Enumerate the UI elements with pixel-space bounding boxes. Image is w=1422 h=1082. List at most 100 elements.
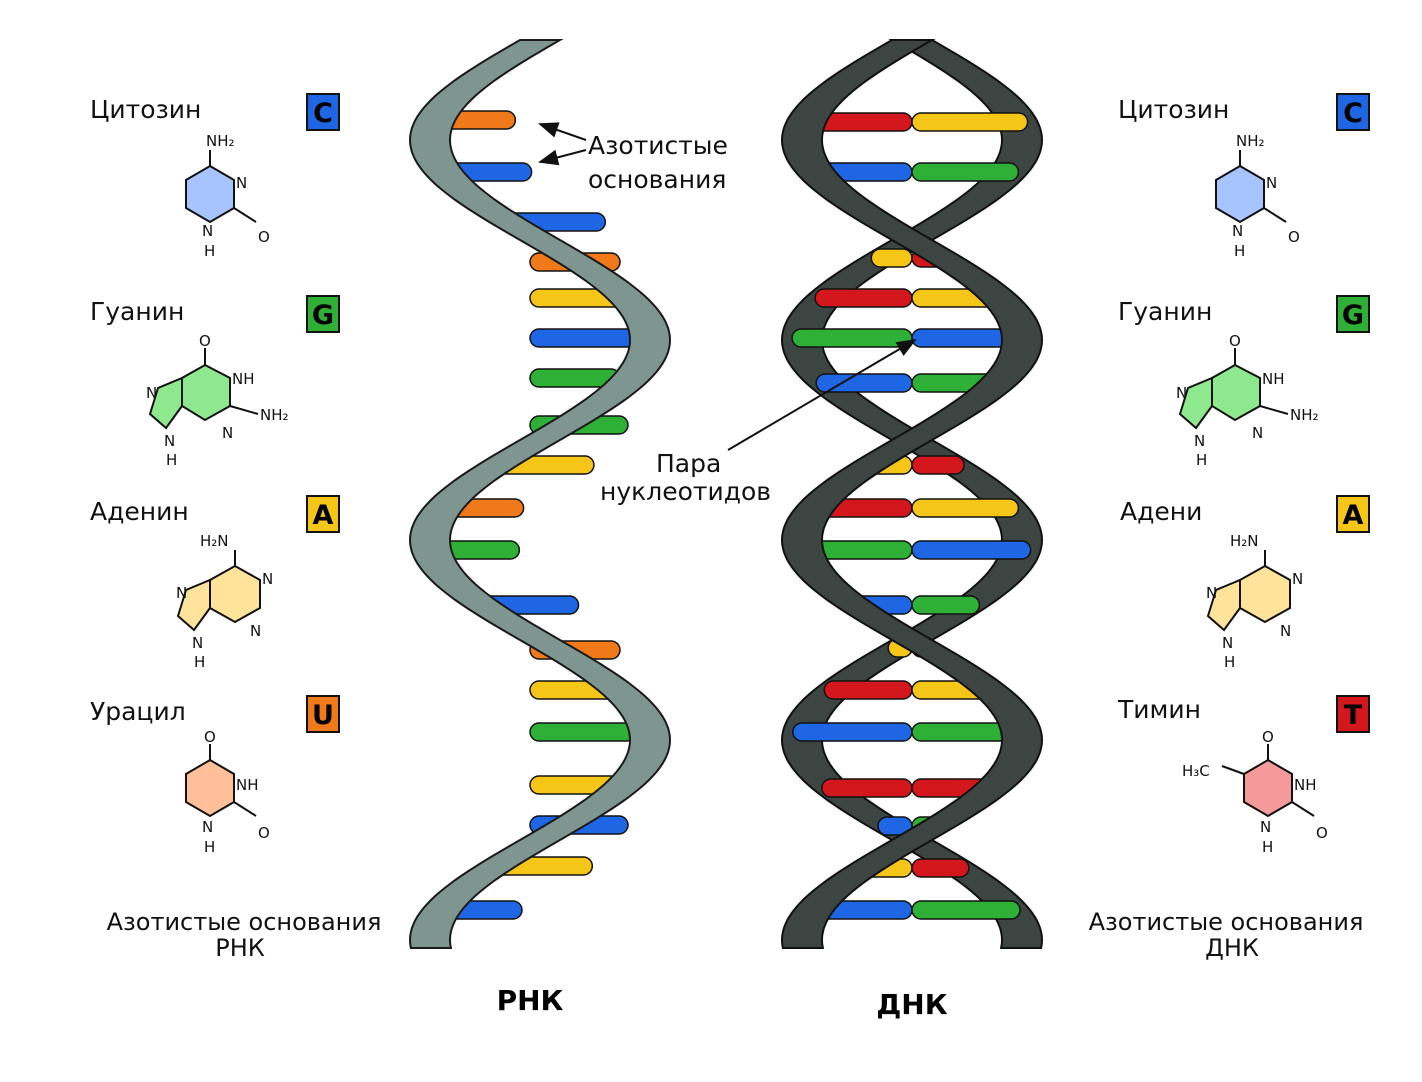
base-letter: A	[313, 500, 334, 531]
rna-backbone-strand	[408, 39, 672, 949]
rna-base-cytosine	[529, 328, 637, 348]
dna-base-thymine	[911, 858, 970, 878]
svg-text:O: O	[1316, 824, 1328, 842]
svg-text:N: N	[1222, 634, 1233, 652]
dna-base-thymine	[823, 680, 913, 700]
dna-base-thymine	[821, 778, 913, 798]
svg-text:N: N	[192, 634, 203, 652]
svg-text:NH: NH	[232, 370, 255, 388]
svg-text:N: N	[146, 384, 157, 402]
dna-base-adenine	[911, 498, 1020, 518]
cytosine-letter-box	[1336, 93, 1370, 131]
guanine-letter-box	[1336, 295, 1370, 333]
base-name: Гуанин	[1118, 297, 1212, 326]
adenine-letter-box	[306, 495, 340, 533]
dna-legend-guanine: Гуанин G O NH NH₂ N N N H	[1118, 295, 1370, 469]
rna-legend-caption-line1: Азотистые основания	[107, 908, 382, 936]
base-letter: C	[1343, 98, 1363, 129]
dna-title: ДНК	[876, 988, 947, 1021]
adenine-letter-box	[1336, 495, 1370, 533]
cytosine-letter-box	[306, 93, 340, 131]
svg-text:H: H	[1262, 838, 1273, 856]
base-letter: U	[312, 700, 334, 731]
svg-text:N: N	[1252, 424, 1263, 442]
guanine-molecule: O NH NH₂ N N N H	[1176, 332, 1319, 469]
guanine-molecule: O NH NH₂ N N N H	[146, 332, 289, 469]
svg-text:NH₂: NH₂	[206, 132, 235, 150]
pair-annotation-line1: Пара	[656, 449, 721, 478]
svg-text:N: N	[1206, 584, 1217, 602]
svg-text:N: N	[202, 818, 213, 836]
svg-text:NH₂: NH₂	[1236, 132, 1265, 150]
base-name: Тимин	[1117, 695, 1201, 724]
rna-helix	[408, 39, 672, 949]
dna-legend-caption-line1: Азотистые основания	[1089, 908, 1364, 936]
svg-text:N: N	[236, 174, 247, 192]
rna-bases-legend: Цитозин C NH₂ N O N H Гуанин G	[90, 93, 382, 962]
adenine-molecule: H₂N N N N N H	[176, 532, 273, 671]
svg-text:O: O	[258, 228, 270, 246]
cytosine-molecule: NH₂ N O N H	[185, 132, 270, 260]
rna-legend-adenine: Аденин A H₂N N N N N H	[90, 495, 340, 671]
dna-base-thymine	[814, 288, 913, 308]
rna-legend-guanine: Гуанин G O NH NH₂ N N N H	[90, 295, 340, 469]
dna-legend-adenine: Адени A H₂N N N N N H	[1120, 495, 1370, 671]
base-letter: C	[313, 98, 333, 129]
dna-base-adenine	[870, 248, 913, 268]
svg-text:H₃C: H₃C	[1182, 762, 1210, 780]
bases-annotation-line2: основания	[588, 165, 726, 194]
thymine-letter-box	[1336, 695, 1370, 733]
nitrogenous-bases-annotation: Азотистые основания	[538, 122, 728, 194]
guanine-letter-box	[306, 295, 340, 333]
pair-annotation-line2: нуклеотидов	[600, 477, 771, 506]
bases-annotation-line1: Азотистые	[588, 131, 728, 160]
svg-text:N: N	[1292, 570, 1303, 588]
dna-base-guanine	[911, 162, 1020, 182]
dna-bases-legend: Цитозин C NH₂ N O N H Гуанин G	[1089, 93, 1370, 962]
base-letter: G	[312, 300, 334, 331]
svg-text:O: O	[1262, 728, 1274, 746]
base-name: Гуанин	[90, 297, 184, 326]
adenine-molecule: H₂N N N N N H	[1206, 532, 1303, 671]
svg-text:N: N	[176, 584, 187, 602]
dna-base-guanine	[911, 595, 981, 615]
rna-legend-caption-line2: РНК	[215, 934, 265, 962]
uracil-letter-box	[306, 695, 340, 733]
svg-text:O: O	[199, 332, 211, 350]
thymine-molecule: O H₃C NH O N H	[1182, 728, 1328, 856]
svg-text:N: N	[164, 432, 175, 450]
svg-text:O: O	[1288, 228, 1300, 246]
base-letter: T	[1344, 700, 1363, 731]
dna-legend-cytosine: Цитозин C NH₂ N O N H	[1118, 93, 1370, 260]
dna-base-cytosine	[911, 540, 1032, 560]
svg-text:H: H	[166, 451, 177, 469]
base-name: Адени	[1120, 497, 1202, 526]
dna-front-strand	[780, 39, 1044, 949]
base-letter: A	[1343, 500, 1364, 531]
dna-base-guanine	[791, 328, 913, 348]
rna-base-guanine	[529, 722, 637, 742]
svg-text:N: N	[250, 622, 261, 640]
svg-text:N: N	[262, 570, 273, 588]
dna-legend-caption-line2: ДНК	[1205, 934, 1259, 962]
dna-legend-thymine: Тимин T O H₃C NH O N H	[1117, 695, 1370, 856]
dna-base-adenine	[911, 112, 1029, 132]
rna-title: РНК	[497, 984, 564, 1017]
svg-text:H: H	[1234, 242, 1245, 260]
base-letter: G	[1342, 300, 1364, 331]
dna-base-thymine	[911, 455, 965, 475]
svg-text:N: N	[1266, 174, 1277, 192]
nucleotide-pair-annotation: Пара нуклеотидов	[600, 338, 917, 506]
base-name: Цитозин	[1118, 95, 1229, 124]
svg-text:H₂N: H₂N	[1230, 532, 1259, 550]
rna-legend-uracil: Урацил U O NH O N H	[90, 695, 340, 856]
svg-text:N: N	[202, 222, 213, 240]
svg-text:N: N	[1280, 622, 1291, 640]
base-name: Цитозин	[90, 95, 201, 124]
svg-text:O: O	[204, 728, 216, 746]
svg-text:N: N	[222, 424, 233, 442]
svg-text:NH₂: NH₂	[1290, 406, 1319, 424]
svg-text:N: N	[1260, 818, 1271, 836]
svg-text:NH₂: NH₂	[260, 406, 289, 424]
